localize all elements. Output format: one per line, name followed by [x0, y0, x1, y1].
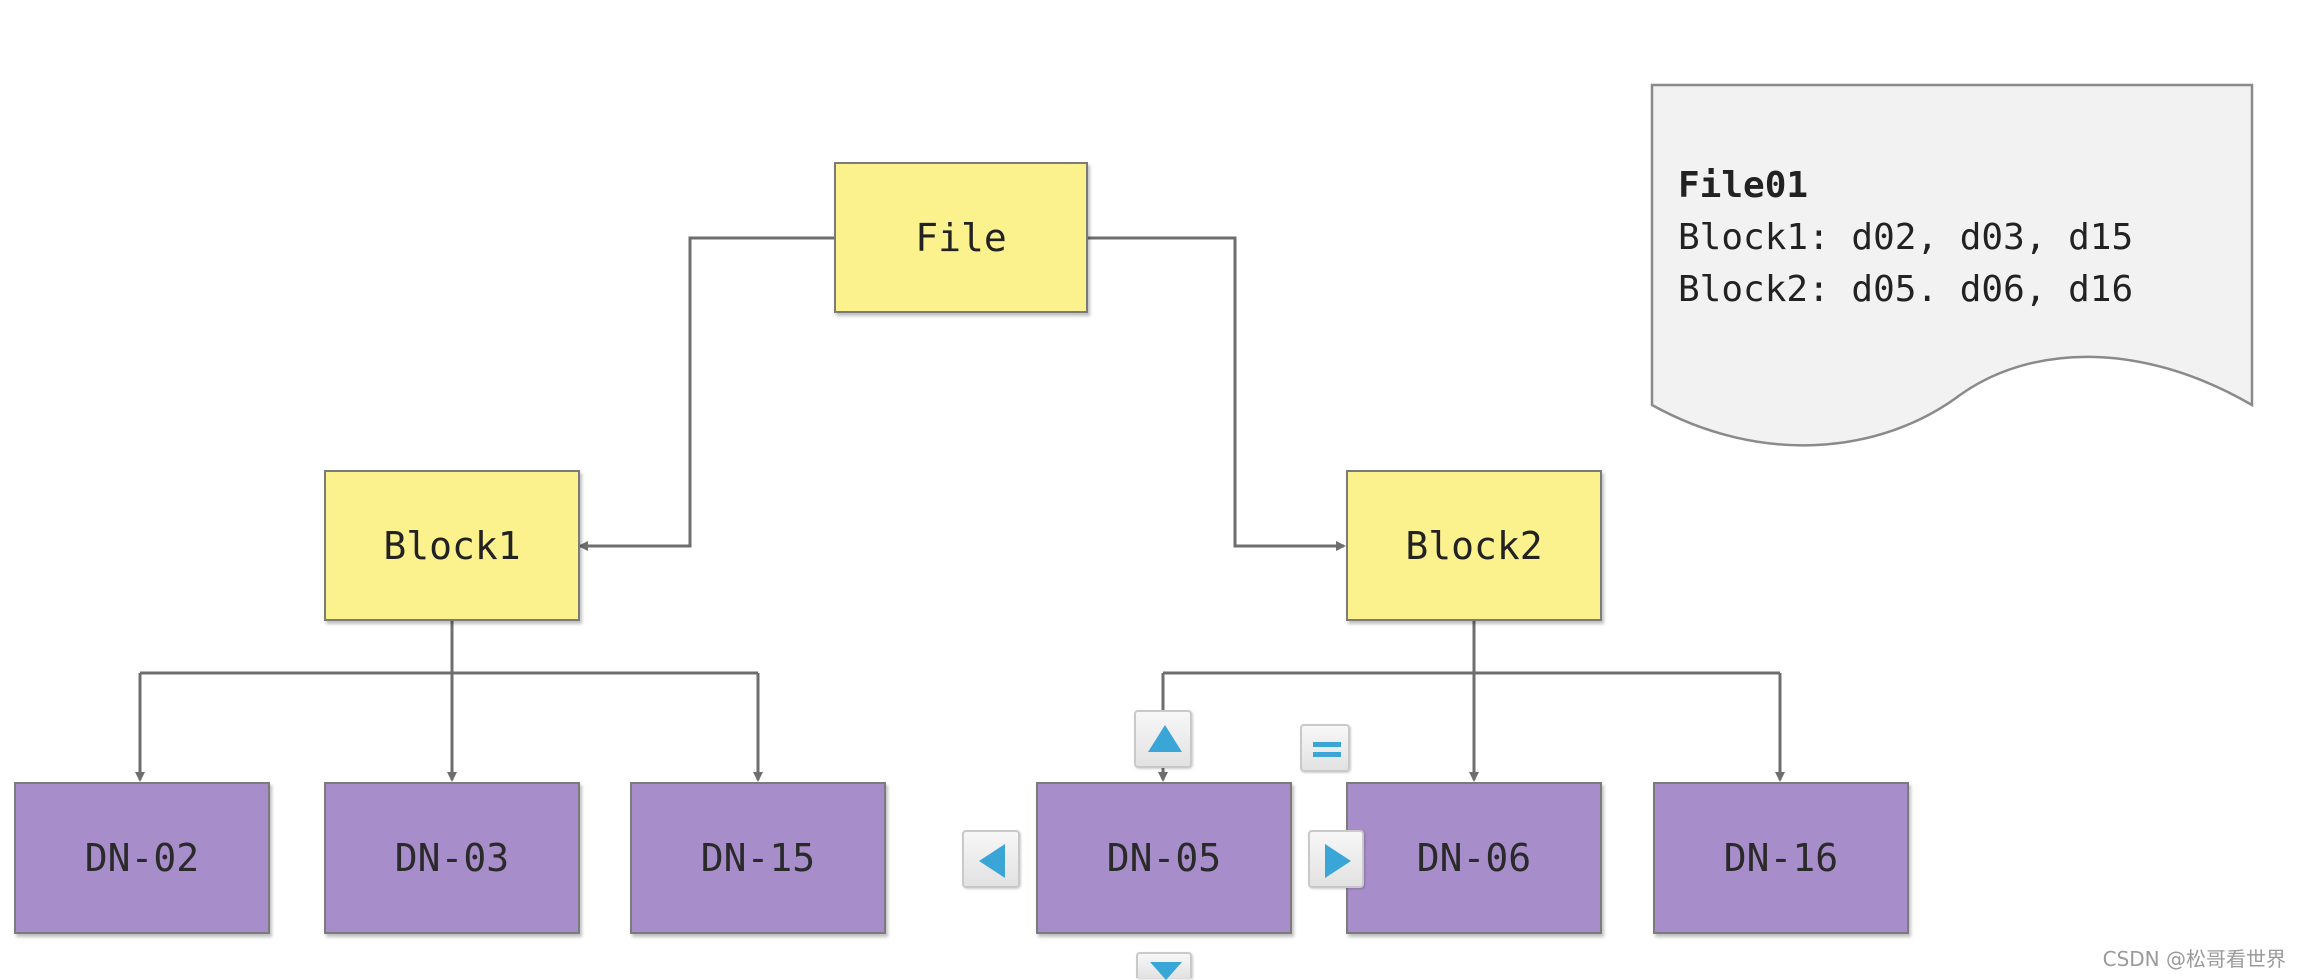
note-line-block2: Block2: d05. d06, d16 — [1678, 269, 2134, 310]
datanode-dn06[interactable]: DN-06 — [1346, 782, 1602, 934]
move-left-control[interactable] — [962, 830, 1020, 888]
note-document-shape — [1650, 83, 2254, 447]
datanode-dn03[interactable]: DN-03 — [324, 782, 580, 934]
file-node[interactable]: File — [834, 162, 1088, 313]
options-control[interactable] — [1300, 724, 1350, 772]
move-down-control[interactable] — [1136, 952, 1192, 980]
connector-file-block1 — [578, 236, 834, 551]
datanode-dn02[interactable]: DN-02 — [14, 782, 270, 934]
arrow-left-icon — [979, 844, 1005, 878]
connector-block2-bus — [1163, 620, 1780, 675]
watermark: CSDN @松哥看世界 — [2102, 947, 2286, 971]
datanode-dn05[interactable]: DN-05 — [1036, 782, 1292, 934]
block1-node[interactable]: Block1 — [324, 470, 580, 621]
note-line-block1: Block1: d02, d03, d15 — [1678, 217, 2134, 258]
arrow-right-icon — [1325, 844, 1351, 878]
datanode-dn16[interactable]: DN-16 — [1653, 782, 1909, 934]
note-text: File01 Block1: d02, d03, d15 Block2: d05… — [1678, 160, 2133, 316]
move-right-control[interactable] — [1308, 830, 1364, 888]
block2-node[interactable]: Block2 — [1346, 470, 1602, 621]
datanode-dn15[interactable]: DN-15 — [630, 782, 886, 934]
arrow-up-icon — [1148, 725, 1182, 752]
move-up-control[interactable] — [1134, 710, 1192, 768]
arrow-down-icon — [1150, 962, 1182, 980]
connector-block1-bus — [140, 620, 758, 675]
note-title: File01 — [1678, 165, 1809, 206]
equals-icon — [1313, 742, 1341, 757]
connector-file-block2 — [1088, 236, 1346, 551]
